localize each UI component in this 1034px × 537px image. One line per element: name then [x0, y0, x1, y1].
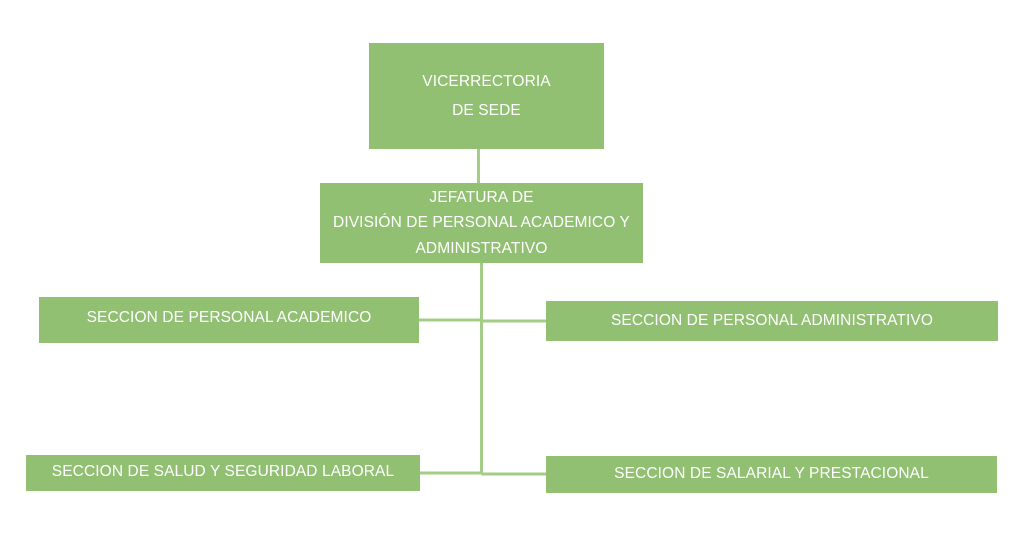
- node-salarial-label: SECCION DE SALARIAL Y PRESTACIONAL: [614, 465, 929, 483]
- node-salud-label: SECCION DE SALUD Y SEGURIDAD LABORAL: [51, 462, 395, 480]
- node-seccion-personal-academico: SECCION DE PERSONAL ACADEMICO: [39, 297, 419, 343]
- node-jefatura-line-3: ADMINISTRATIVO: [415, 239, 548, 257]
- node-jefatura-division: JEFATURA DE DIVISIÓN DE PERSONAL ACADEMI…: [320, 183, 643, 263]
- node-jefatura-line-1: JEFATURA DE: [429, 188, 534, 206]
- node-jefatura-line-2: DIVISIÓN DE PERSONAL ACADEMICO Y: [333, 214, 630, 232]
- node-vicerrectoria-line-2: DE SEDE: [452, 102, 521, 119]
- node-seccion-salarial-prestacional: SECCION DE SALARIAL Y PRESTACIONAL: [546, 456, 997, 493]
- node-vicerrectoria-de-sede: VICERRECTORIA DE SEDE: [369, 43, 604, 149]
- node-vicerrectoria-line-1: VICERRECTORIA: [422, 72, 551, 90]
- node-academico-label: SECCION DE PERSONAL ACADEMICO: [86, 308, 372, 326]
- node-seccion-personal-administrativo: SECCION DE PERSONAL ADMINISTRATIVO: [546, 301, 998, 341]
- node-administrativo-label: SECCION DE PERSONAL ADMINISTRATIVO: [610, 311, 934, 329]
- node-seccion-salud-seguridad-laboral: SECCION DE SALUD Y SEGURIDAD LABORAL: [26, 455, 420, 491]
